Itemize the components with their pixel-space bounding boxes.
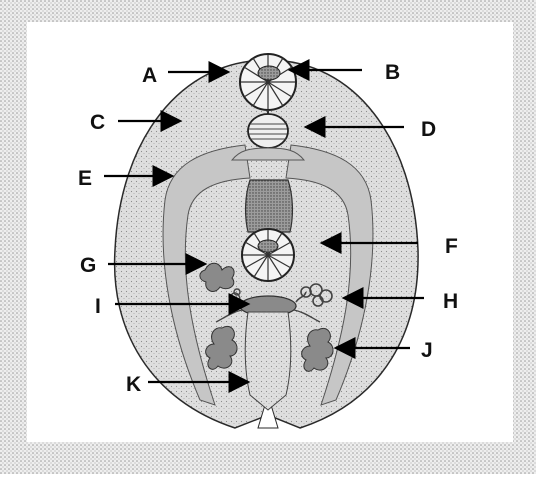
genital-mass — [246, 180, 293, 232]
label-e: E — [78, 168, 92, 189]
label-g: G — [80, 255, 96, 276]
label-j: J — [421, 340, 433, 361]
label-h: H — [443, 291, 458, 312]
ventral-sucker — [242, 229, 294, 281]
label-i: I — [95, 296, 101, 317]
excretory-bladder — [245, 312, 291, 410]
label-b: B — [385, 62, 400, 83]
label-d: D — [421, 119, 436, 140]
label-a: A — [142, 65, 157, 86]
label-k: K — [126, 374, 141, 395]
oral-sucker — [240, 54, 296, 110]
label-f: F — [445, 236, 458, 257]
label-c: C — [90, 112, 105, 133]
pharynx — [248, 114, 288, 148]
